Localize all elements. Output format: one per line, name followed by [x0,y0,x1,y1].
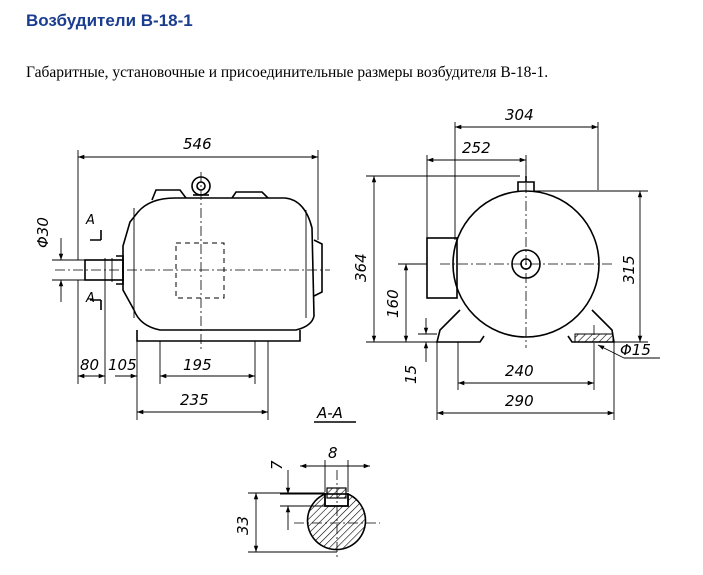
page-title: Возбудители В-18-1 [26,11,193,30]
dim-195: 195 [183,356,212,374]
terminal-box [426,237,458,299]
key [326,487,347,499]
dim-hole-diameter: Φ15 [620,341,651,359]
left-foot [435,309,485,343]
dim-235: 235 [180,391,209,409]
dim-252: 252 [462,139,491,157]
dim-shaft-diameter: Φ30 [34,217,52,248]
section-mark-top: А [85,213,95,228]
dim-364: 364 [352,253,370,282]
shaft-section [306,492,367,551]
section-a-a: А-А 8 7 33 [234,404,380,560]
mounting-feet [136,330,301,342]
dim-240: 240 [505,362,534,380]
dim-15: 15 [402,365,420,384]
dim-key-width: 8 [328,444,338,462]
dim-160: 160 [384,289,402,318]
dim-105: 105 [108,356,137,374]
drawing-caption: Габаритные, установочные и присоединител… [26,64,549,81]
dim-33: 33 [234,516,252,535]
motor-body-outline [122,197,315,331]
terminal-box-hidden [175,242,225,299]
side-view: А А 546 Φ30 80 105 195 235 [34,135,330,420]
section-label: А-А [316,404,343,422]
dim-80: 80 [80,356,99,374]
dim-304: 304 [505,106,534,124]
dim-546: 546 [183,135,212,153]
dim-key-depth: 7 [268,460,286,470]
end-view: 304 252 364 160 15 315 Φ15 240 [352,106,660,420]
dim-315: 315 [620,255,638,284]
section-mark-bottom: А [85,291,95,306]
dim-290: 290 [505,392,534,410]
